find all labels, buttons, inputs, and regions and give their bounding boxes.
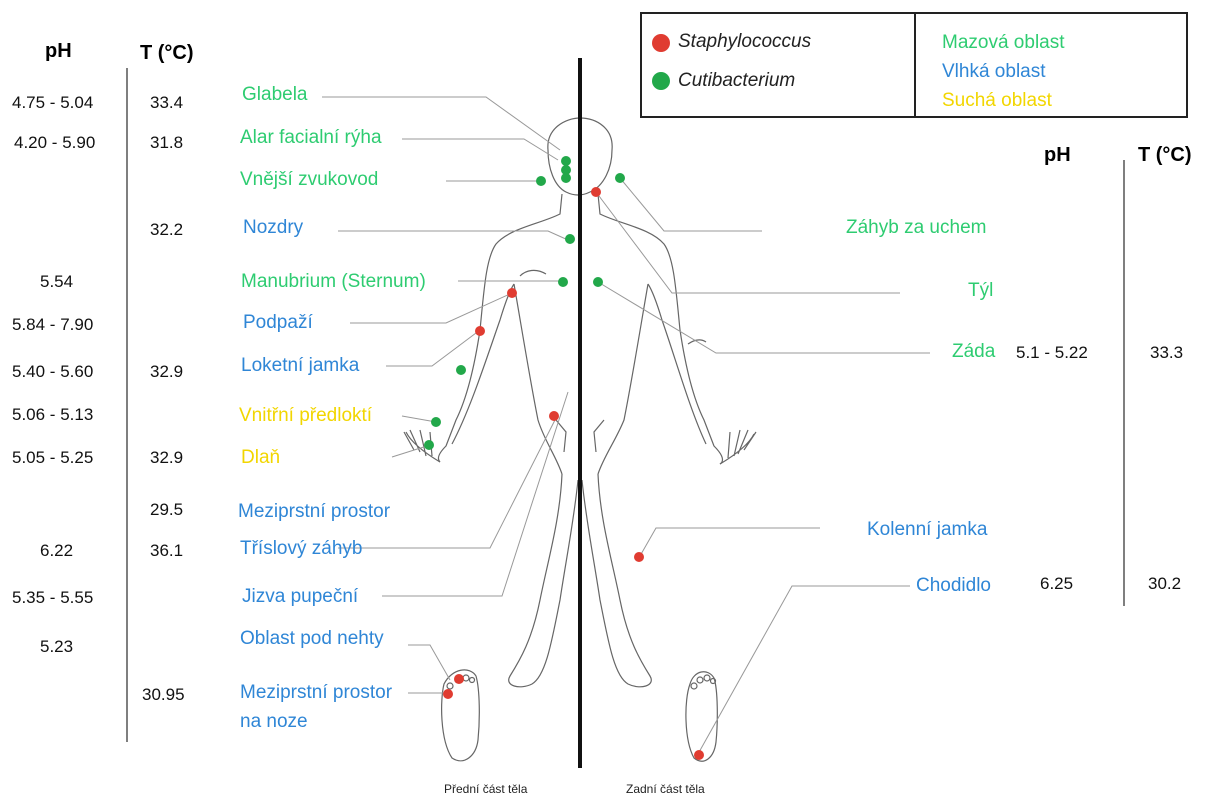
site-ph: 4.20 - 5.90 [14,133,95,153]
legend-divider [914,14,916,116]
site-temp: 31.8 [150,133,183,153]
right-temp-header: T (°C) [1138,144,1192,167]
site-ph: 4.75 - 5.04 [12,93,93,113]
site-label: Nozdry [243,217,303,239]
right-ph-header: pH [1044,144,1071,167]
cutibacterium-dot [565,234,575,244]
site-temp: 33.4 [150,93,183,113]
staphylococcus-dot [591,187,601,197]
site-ph: 6.25 [1040,574,1073,594]
site-label: Chodidlo [916,575,991,597]
site-label-line2: na noze [240,711,308,733]
dry-legend-label: Suchá oblast [942,90,1052,112]
site-ph: 5.06 - 5.13 [12,405,93,425]
site-label: Vnitřní předloktí [239,405,372,427]
leader-lines [322,97,930,754]
cutibacterium-dot [456,365,466,375]
site-temp: 29.5 [150,500,183,520]
legend: Staphylococcus Cutibacterium Mazová obla… [640,12,1188,118]
site-label: Manubrium (Sternum) [241,271,426,293]
site-label: Záhyb za uchem [846,217,986,239]
staphylococcus-dot [507,288,517,298]
cutibacterium-dot [558,277,568,287]
sebaceous-legend-label: Mazová oblast [942,32,1065,54]
site-label: Alar facialní rýha [240,127,382,149]
site-label: Meziprstní prostor [238,501,390,523]
cutibacterium-dot [593,277,603,287]
site-ph: 5.35 - 5.55 [12,588,93,608]
site-temp: 33.3 [1150,343,1183,363]
site-label: Meziprstní prostor [240,682,392,704]
left-temp-header: T (°C) [140,42,194,65]
left-ph-header: pH [45,40,72,63]
site-ph: 6.22 [40,541,73,561]
site-ph: 5.05 - 5.25 [12,448,93,468]
site-ph: 5.84 - 7.90 [12,315,93,335]
site-label: Tříslový záhyb [240,538,362,560]
site-temp: 30.2 [1148,574,1181,594]
staphylococcus-legend-dot [652,34,670,52]
back-caption: Zadní část těla [626,782,705,796]
staphylococcus-legend-label: Staphylococcus [678,31,811,53]
cutibacterium-dot [561,173,571,183]
moist-legend-label: Vlhká oblast [942,61,1046,83]
cutibacterium-dot [431,417,441,427]
site-temp: 30.95 [142,685,185,705]
site-temp: 32.9 [150,362,183,382]
staphylococcus-dot [475,326,485,336]
site-label: Loketní jamka [241,355,359,377]
site-label: Kolenní jamka [867,519,987,541]
staphylococcus-dot [454,674,464,684]
site-ph: 5.40 - 5.60 [12,362,93,382]
staphylococcus-dot [694,750,704,760]
staphylococcus-dot [634,552,644,562]
cutibacterium-legend-label: Cutibacterium [678,70,795,92]
cutibacterium-legend-dot [652,72,670,90]
site-temp: 32.9 [150,448,183,468]
site-label: Týl [968,280,993,302]
staphylococcus-dot [549,411,559,421]
cutibacterium-dot [536,176,546,186]
site-label: Podpaží [243,312,313,334]
site-label: Oblast pod nehty [240,628,384,650]
site-ph: 5.1 - 5.22 [1016,343,1088,363]
site-label: Jizva pupeční [242,586,358,608]
site-ph: 5.54 [40,272,73,292]
cutibacterium-dot [561,156,571,166]
cutibacterium-dot [615,173,625,183]
site-label: Dlaň [241,447,280,469]
site-temp: 32.2 [150,220,183,240]
site-label: Glabela [242,84,308,106]
site-label: Záda [952,341,995,363]
front-caption: Přední část těla [444,782,527,796]
cutibacterium-dot [424,440,434,450]
site-temp: 36.1 [150,541,183,561]
site-ph: 5.23 [40,637,73,657]
site-label: Vnější zvukovod [240,169,378,191]
staphylococcus-dot [443,689,453,699]
